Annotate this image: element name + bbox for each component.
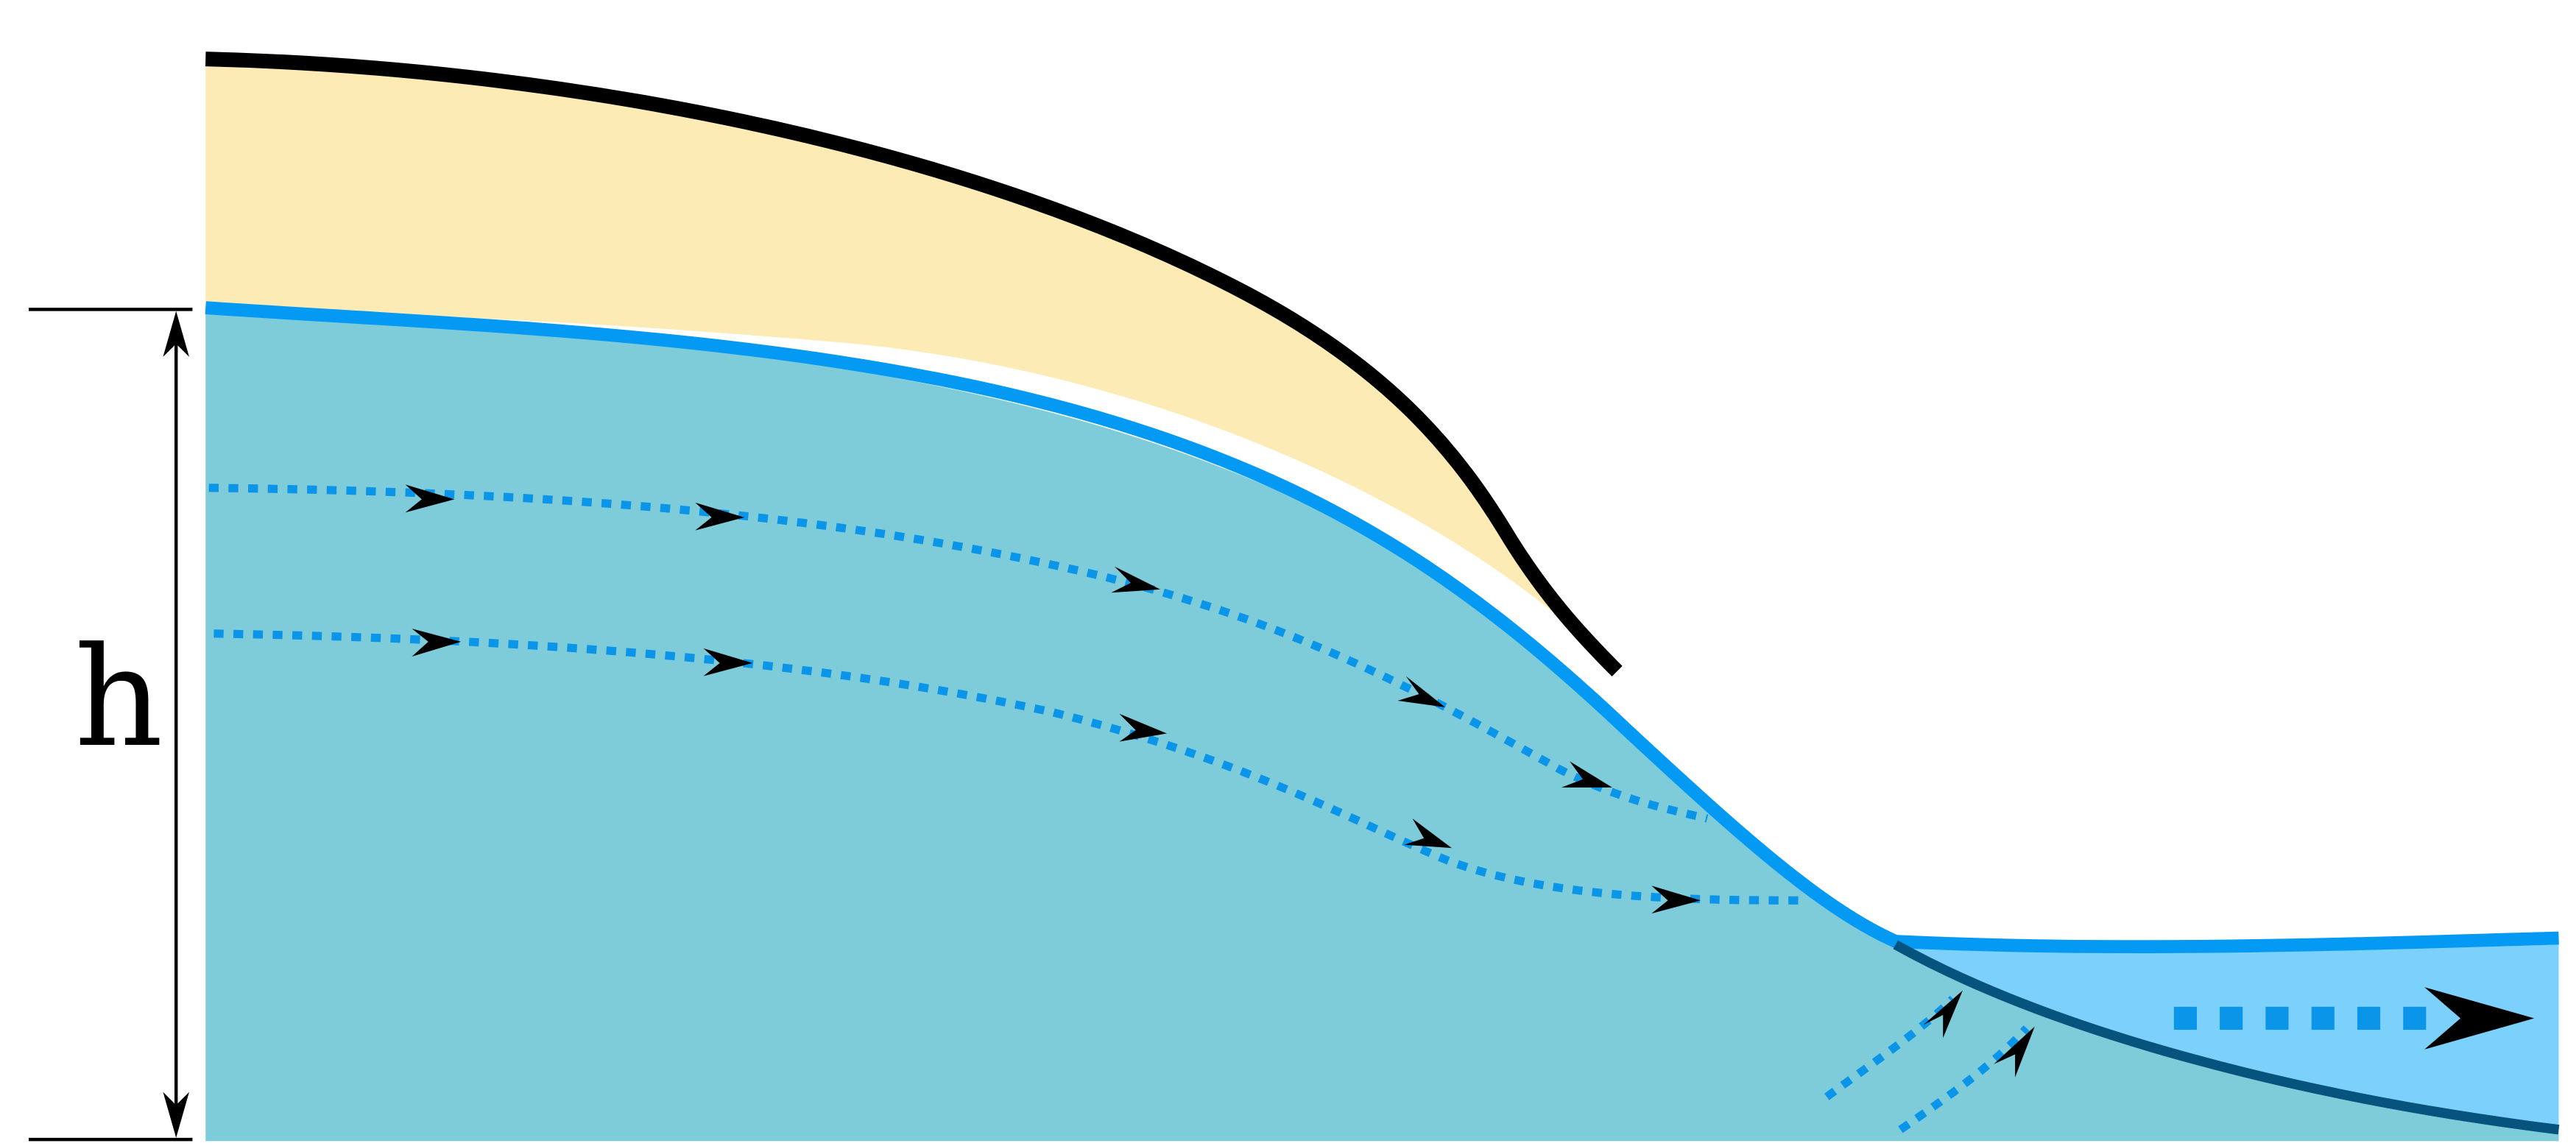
outflow-region [1895, 938, 2559, 1130]
height-label: h [74, 618, 163, 778]
arrowhead-icon [1923, 990, 1963, 1039]
outflow-bottom-line [1893, 940, 2560, 1135]
dimension-arrow-bottom [163, 1092, 190, 1138]
arrowhead-icon [1651, 885, 1701, 914]
flow-line-exit-2 [1898, 1025, 2030, 1133]
arrowhead-icon [703, 648, 753, 676]
arrowhead-icon [412, 629, 462, 657]
arrowhead-icon [1404, 818, 1452, 849]
arrowhead-icon [1119, 713, 1167, 742]
arrowhead-icon [695, 502, 745, 531]
arrowhead-icon [1994, 1026, 2035, 1078]
flow-line-lower [214, 629, 1806, 905]
arrowhead-icon [1561, 761, 1612, 788]
water-body-region [205, 308, 2559, 1142]
flow-arrowheads [405, 484, 2535, 1078]
arrowhead-icon [405, 484, 455, 513]
arrowhead-icon [1111, 566, 1161, 593]
arrowhead-icon [1397, 676, 1446, 707]
arrowhead-icon [2424, 987, 2535, 1050]
top-boundary-line [205, 52, 1623, 677]
dimension-arrow-top [163, 311, 190, 357]
water-surface-line [205, 301, 2559, 954]
top-layer-region [205, 62, 1617, 671]
height-dimension: h [29, 308, 193, 1142]
